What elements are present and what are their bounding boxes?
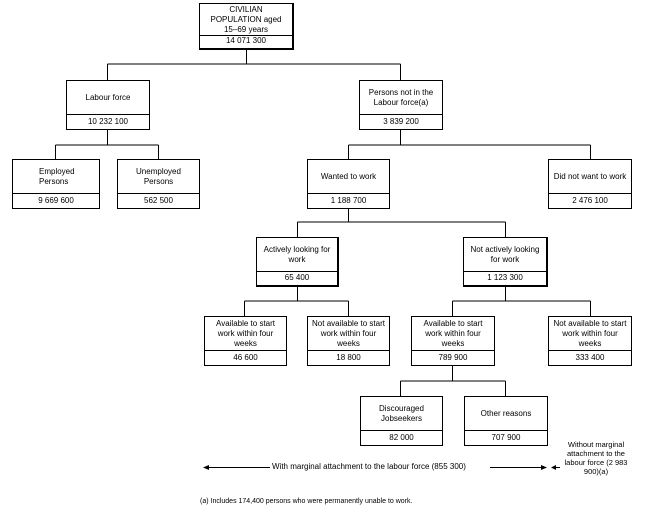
actively-looking-label: Actively looking for work <box>257 238 337 272</box>
not-actively-looking-label: Not actively looking for work <box>464 238 546 272</box>
unemployed-box: Unemployed Persons 562 500 <box>117 159 200 209</box>
actively-looking-value: 65 400 <box>284 273 310 282</box>
did-not-want-label: Did not want to work <box>549 160 631 194</box>
wanted-to-work-box: Wanted to work 1 188 700 <box>307 159 390 209</box>
employed-label: Employed Persons <box>13 160 99 194</box>
not-in-labour-force-box: Persons not in the Labour force(a) 3 839… <box>359 80 443 130</box>
other-reasons-value: 707 900 <box>491 432 521 442</box>
not-in-labour-force-value: 3 839 200 <box>383 116 419 126</box>
labour-force-value: 10 232 100 <box>87 116 129 126</box>
marginal-attachment-arrow <box>203 465 547 470</box>
marginal-attachment-label: With marginal attachment to the labour f… <box>272 462 466 471</box>
connector-lines <box>55 49 591 396</box>
inactive-available-value: 789 900 <box>438 352 468 362</box>
active-not-available-value: 18 800 <box>336 352 361 362</box>
employed-box: Employed Persons 9 669 600 <box>12 159 100 209</box>
active-not-available-label: Not available to start work within four … <box>308 317 389 351</box>
inactive-available-box: Available to start work within four week… <box>411 316 495 366</box>
not-in-labour-force-label: Persons not in the Labour force(a) <box>360 81 442 115</box>
discouraged-label: Discouraged Jobseekers <box>361 397 442 431</box>
without-marginal-arrow <box>551 465 560 470</box>
footnote: (a) Includes 174,400 persons who were pe… <box>200 498 413 505</box>
discouraged-value: 82 000 <box>389 432 414 442</box>
inactive-not-available-box: Not available to start work within four … <box>548 316 632 366</box>
unemployed-value: 562 500 <box>144 195 173 205</box>
inactive-available-label: Available to start work within four week… <box>412 317 494 351</box>
civilian-population-label: CIVILIAN POPULATION aged 15–69 years <box>200 4 292 36</box>
active-available-label: Available to start work within four week… <box>205 317 286 351</box>
civilian-population-value: 14 071 300 <box>225 36 267 45</box>
active-available-box: Available to start work within four week… <box>204 316 287 366</box>
other-reasons-box: Other reasons 707 900 <box>464 396 548 446</box>
without-marginal-label: Without marginal attachment to the labou… <box>564 440 628 476</box>
labour-force-label: Labour force <box>67 81 149 115</box>
inactive-not-available-value: 333 400 <box>575 352 605 362</box>
civilian-population-box: CIVILIAN POPULATION aged 15–69 years 14 … <box>199 3 294 50</box>
wanted-to-work-value: 1 188 700 <box>330 195 367 205</box>
did-not-want-value: 2 476 100 <box>572 195 608 205</box>
not-actively-looking-value: 1 123 300 <box>487 273 523 282</box>
active-not-available-box: Not available to start work within four … <box>307 316 390 366</box>
did-not-want-box: Did not want to work 2 476 100 <box>548 159 632 209</box>
other-reasons-label: Other reasons <box>465 397 547 431</box>
not-actively-looking-box: Not actively looking for work 1 123 300 <box>463 237 548 287</box>
labour-force-box: Labour force 10 232 100 <box>66 80 150 130</box>
employed-value: 9 669 600 <box>38 195 74 205</box>
actively-looking-box: Actively looking for work 65 400 <box>256 237 339 287</box>
discouraged-box: Discouraged Jobseekers 82 000 <box>360 396 443 446</box>
inactive-not-available-label: Not available to start work within four … <box>549 317 631 351</box>
active-available-value: 46 600 <box>233 352 258 362</box>
unemployed-label: Unemployed Persons <box>118 160 199 194</box>
wanted-to-work-label: Wanted to work <box>308 160 389 194</box>
